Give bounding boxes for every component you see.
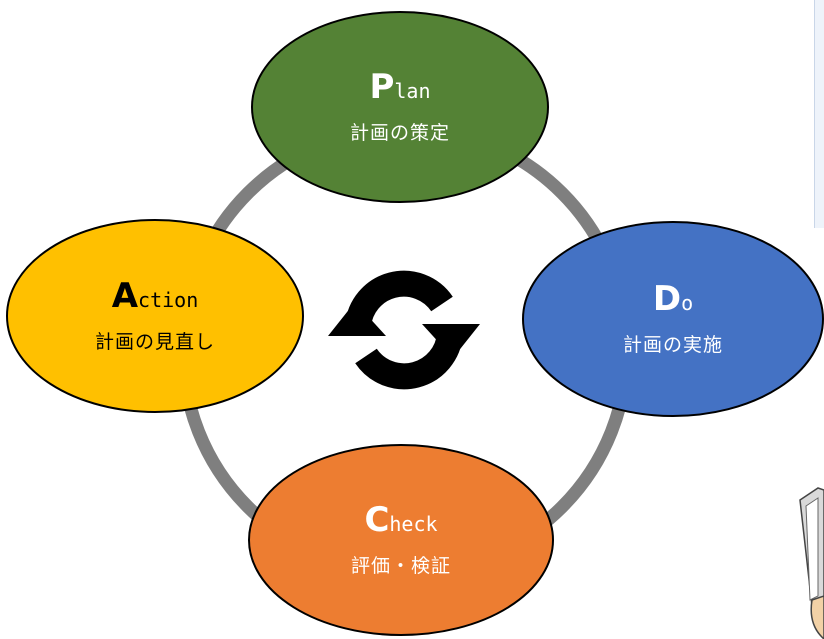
plan-node-shape [251, 11, 549, 203]
do-node-shape [522, 221, 824, 417]
clipart-figure [799, 487, 824, 639]
side-panel [814, 0, 824, 228]
check-node-shape [248, 444, 554, 636]
cycle-arrows-icon [328, 270, 480, 390]
action-node-shape [6, 219, 304, 413]
